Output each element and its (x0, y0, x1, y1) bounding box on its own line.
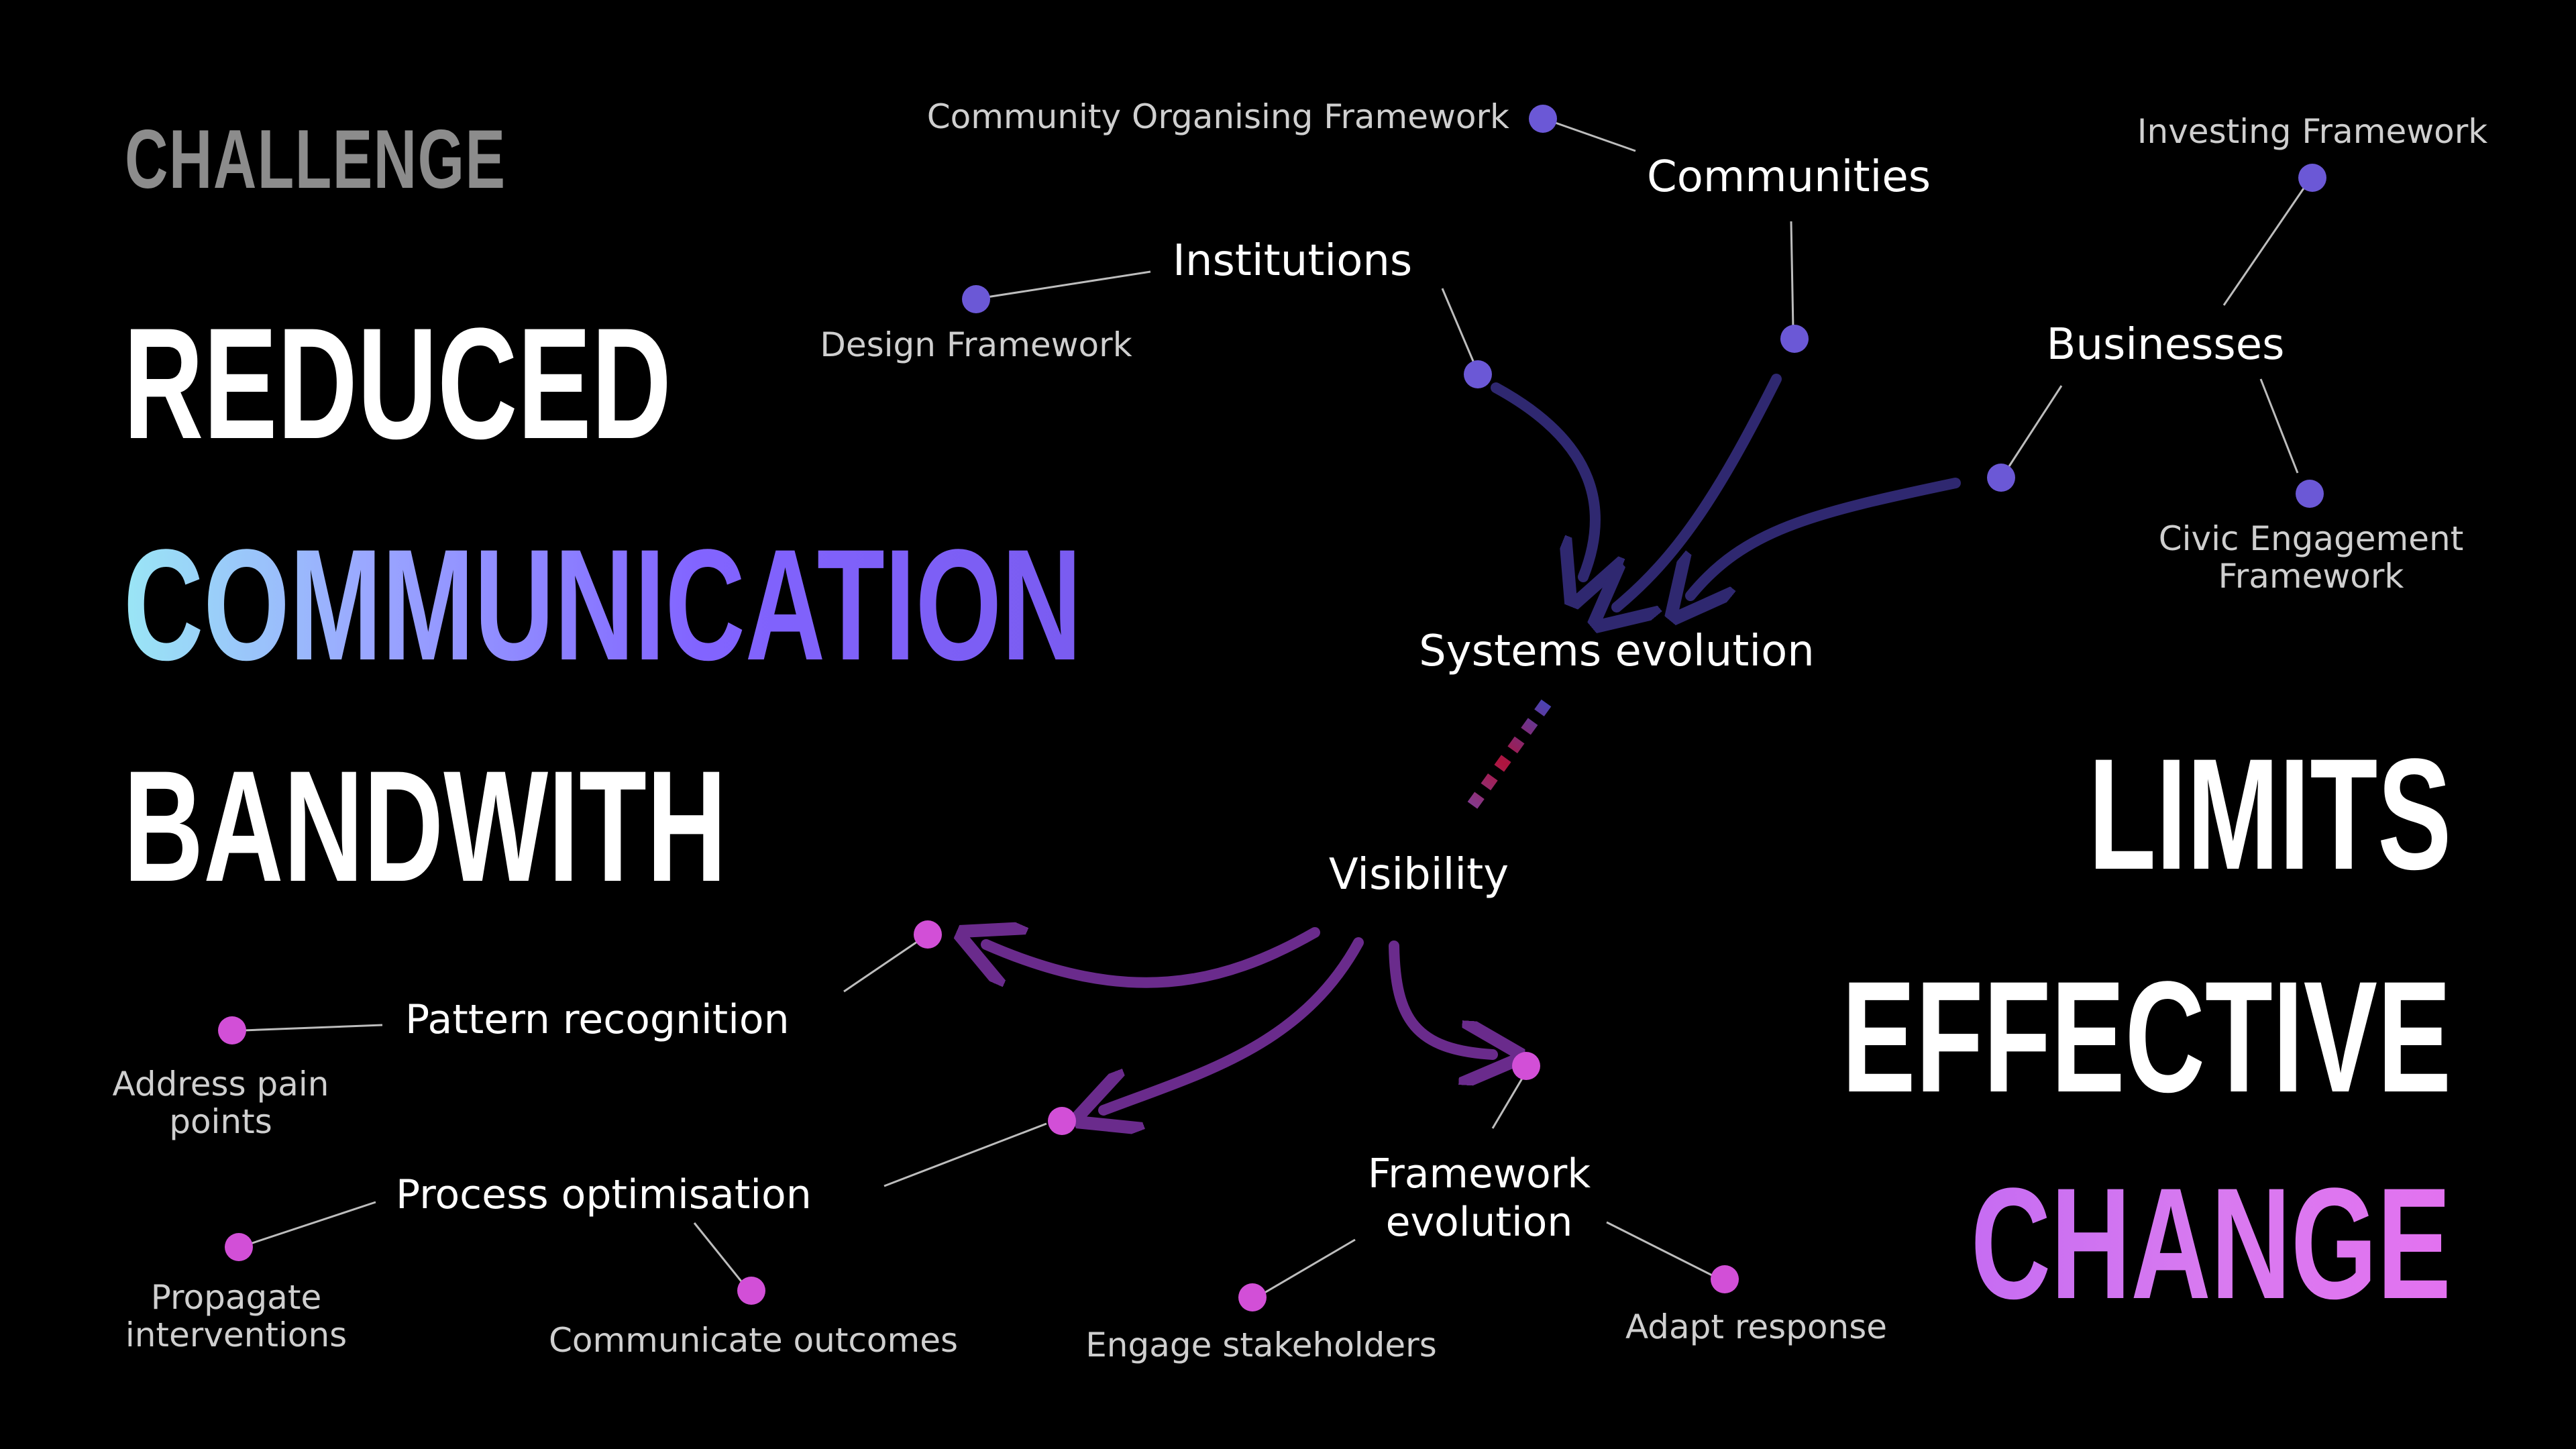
arrow-visibility-to-framework (1389, 941, 1493, 1055)
arrow-institutions-to-systems (1491, 382, 1595, 577)
node-civic-engagement (2296, 480, 2324, 508)
node-design-framework (962, 285, 990, 313)
connector-community-organising (1549, 119, 1636, 152)
connector-process-optimisation (883, 1122, 1047, 1187)
node-process-optimisation (1048, 1107, 1076, 1135)
connector-institutions (1441, 288, 1476, 365)
label-institutions: Institutions (1173, 236, 1412, 286)
label-framework-evolution-line2: evolution (1386, 1199, 1573, 1246)
label-communities: Communities (1647, 152, 1931, 202)
label-civic-engagement-line1: Civic Engagement (2159, 519, 2464, 558)
label-visibility: Visibility (1329, 850, 1509, 900)
arrow-communities-to-systems (1617, 374, 1782, 607)
link-systems-to-visibility (1462, 699, 1552, 816)
node-framework-evolution (1512, 1052, 1540, 1080)
connector-investing (2222, 184, 2308, 306)
label-communicate-outcomes: Communicate outcomes (549, 1321, 958, 1360)
headline-change: CHANGE (1971, 1155, 2451, 1332)
label-civic-engagement-line2: Framework (2218, 557, 2404, 596)
node-pattern-recognition (914, 920, 942, 949)
label-businesses: Businesses (2047, 320, 2285, 370)
connector-propagate (248, 1201, 376, 1246)
headline-reduced: REDUCED (123, 295, 672, 472)
headline-limits: LIMITS (2088, 726, 2451, 903)
connector-adapt (1606, 1221, 1718, 1279)
label-propagate-line2: interventions (125, 1316, 347, 1354)
label-address-pain-line1: Address pain (113, 1065, 329, 1104)
connector-design-framework (977, 270, 1151, 300)
node-investing (2298, 164, 2326, 192)
label-engage-stakeholders: Engage stakeholders (1085, 1326, 1437, 1364)
headline-bandwith: BANDWITH (123, 738, 727, 915)
label-framework-evolution-line1: Framework (1368, 1150, 1591, 1197)
label-investing: Investing Framework (2137, 112, 2487, 151)
arrow-businesses-to-systems (1690, 478, 1961, 596)
headline-communication: COMMUNICATION (123, 517, 1082, 694)
node-communities (1780, 325, 1809, 353)
node-adapt (1711, 1265, 1739, 1293)
label-process-optimisation: Process optimisation (396, 1171, 812, 1218)
label-address-pain-line2: points (169, 1102, 272, 1141)
label-systems-evolution: Systems evolution (1419, 627, 1815, 676)
connector-address-pain (243, 1024, 383, 1032)
connector-communicate (693, 1222, 743, 1282)
connector-framework-evolution (1491, 1077, 1524, 1129)
node-institutions (1464, 360, 1492, 388)
node-propagate (225, 1233, 253, 1261)
label-adapt-response: Adapt response (1625, 1307, 1887, 1346)
connector-businesses-left (2008, 385, 2063, 467)
headline-effective: EFFECTIVE (1841, 949, 2451, 1126)
node-businesses (1987, 464, 2015, 492)
connector-engage (1260, 1238, 1356, 1296)
arrow-visibility-to-process (1104, 937, 1364, 1110)
node-communicate (737, 1277, 765, 1305)
connector-businesses-right (2259, 378, 2299, 474)
challenge-label: CHALLENGE (125, 113, 506, 206)
label-design-framework: Design Framework (820, 325, 1132, 364)
node-engage (1238, 1283, 1267, 1311)
node-community-organising (1529, 105, 1557, 133)
label-community-organising: Community Organising Framework (927, 97, 1509, 136)
label-propagate-line1: Propagate (151, 1278, 321, 1317)
arrow-visibility-to-pattern (986, 932, 1320, 988)
label-pattern-recognition: Pattern recognition (405, 996, 790, 1043)
connector-communities (1790, 221, 1794, 329)
connector-pattern-recognition (843, 939, 920, 993)
node-address-pain (218, 1016, 246, 1044)
